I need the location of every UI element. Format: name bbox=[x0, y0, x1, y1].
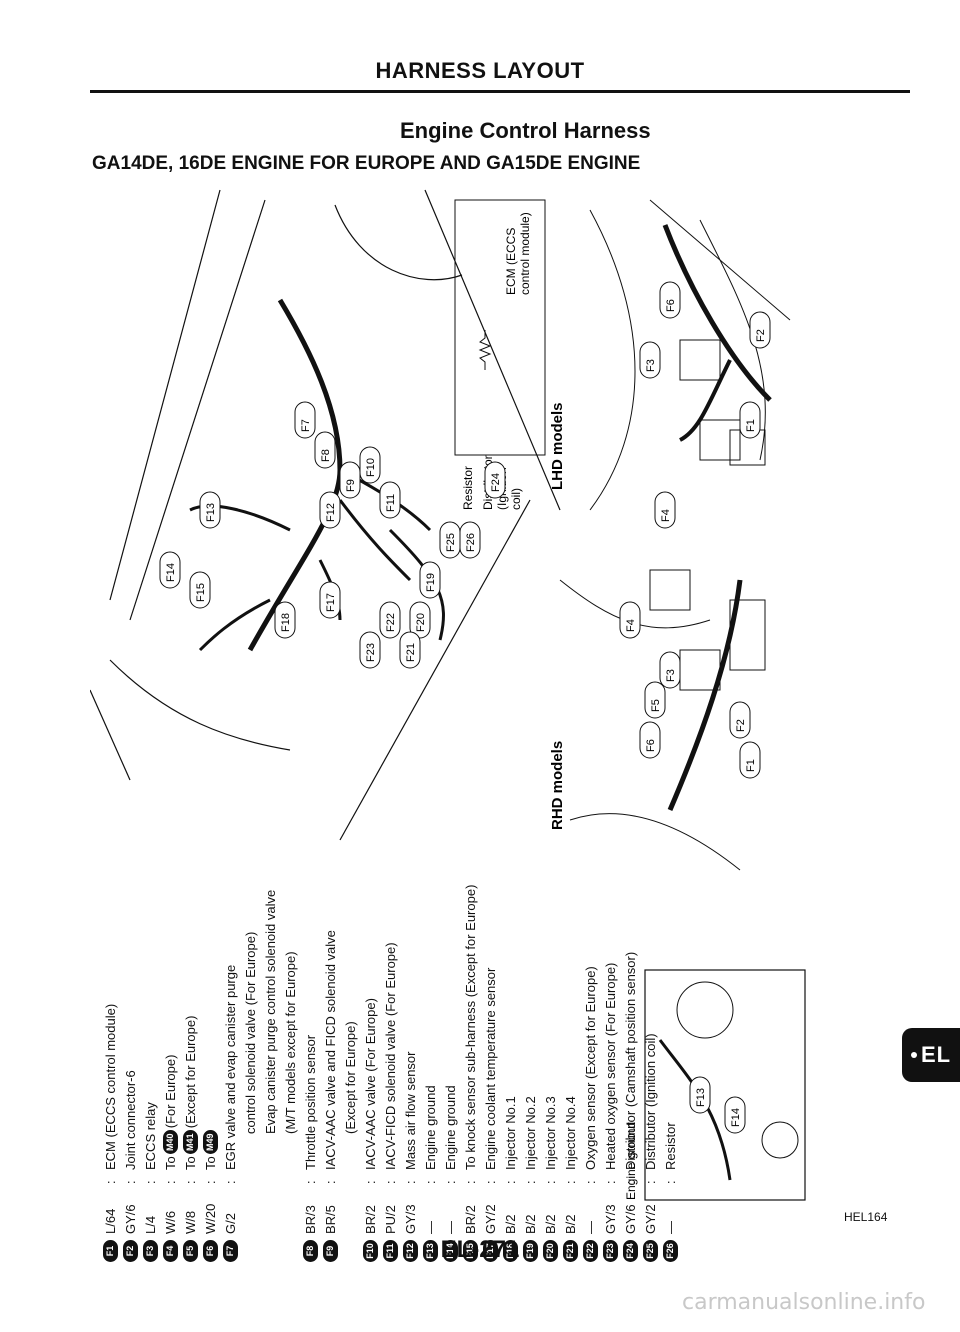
connector-callout-label: F10 bbox=[365, 458, 377, 477]
connector-callout-label: F8 bbox=[320, 449, 332, 462]
harness-branch bbox=[338, 499, 412, 582]
connector-callout-f12: F12 bbox=[319, 491, 341, 529]
ecm-label-2: control module) bbox=[518, 212, 532, 295]
connector-callout-f17: F17 bbox=[319, 581, 341, 619]
connector-callout-label: F14 bbox=[730, 1108, 742, 1127]
connector-callout-label: F26 bbox=[465, 533, 477, 552]
connector-callout-label: F14 bbox=[165, 563, 177, 582]
connector-callout-f7: F7 bbox=[294, 401, 316, 439]
ecm-label-1: ECM (ECCS bbox=[504, 228, 518, 295]
connector-callout-f11: F11 bbox=[379, 481, 401, 519]
section-title: Engine Control Harness bbox=[400, 118, 651, 143]
lhd-harness bbox=[662, 224, 772, 402]
connector-callout-label: F3 bbox=[665, 669, 677, 682]
connector-callout-f19: F19 bbox=[419, 561, 441, 599]
connector-callout-label: F19 bbox=[425, 573, 437, 592]
harness-diagram: Resistor Distributor (Ignition coil) ECM… bbox=[90, 189, 806, 1201]
connector-callout-label: F2 bbox=[735, 719, 747, 732]
connector-callout-f14: F14 bbox=[159, 551, 181, 589]
connector-callout-f6: F6 bbox=[659, 281, 681, 319]
figure-code: HEL164 bbox=[844, 1210, 888, 1224]
connector-callout-label: F6 bbox=[665, 299, 677, 312]
connector-callout-f1: F1 bbox=[739, 401, 761, 439]
outline-line bbox=[339, 499, 531, 841]
outline-line bbox=[109, 659, 291, 751]
connector-callout-f18: F18 bbox=[274, 601, 296, 639]
distributor-label-3: coil) bbox=[509, 488, 523, 510]
connector-callout-f22: F22 bbox=[379, 601, 401, 639]
connector-callout-f2: F2 bbox=[729, 701, 751, 739]
connector-callout-label: F7 bbox=[300, 419, 312, 432]
connector-callout-f24: F24 bbox=[484, 461, 506, 499]
page-header-title: HARNESS LAYOUT bbox=[375, 58, 585, 83]
connector-callout-f23: F23 bbox=[359, 631, 381, 669]
connector-callout-f26: F26 bbox=[459, 521, 481, 559]
lhd-models-label: LHD models bbox=[549, 402, 566, 490]
connector-callout-f15: F15 bbox=[189, 571, 211, 609]
connector-callout-f4: F4 bbox=[654, 491, 676, 529]
rhd-models-label: RHD models bbox=[549, 741, 566, 830]
resistor-box bbox=[454, 199, 546, 456]
connector-callout-f3: F3 bbox=[639, 341, 661, 379]
lhd-harness bbox=[678, 359, 732, 442]
connector-callout-label: F5 bbox=[650, 699, 662, 712]
connector-callout-f8: F8 bbox=[314, 431, 336, 469]
outline-line bbox=[334, 204, 463, 281]
resistor-symbol bbox=[478, 330, 492, 370]
connector-callout-f9: F9 bbox=[339, 461, 361, 499]
connector-callout-f4: F4 bbox=[619, 601, 641, 639]
connector-callout-label: F4 bbox=[625, 619, 637, 632]
connector-callout-label: F18 bbox=[280, 613, 292, 632]
connector-callout-label: F9 bbox=[345, 479, 357, 492]
outline-line bbox=[424, 189, 561, 511]
connector-callout-label: F15 bbox=[195, 583, 207, 602]
connector-callout-f5: F5 bbox=[644, 681, 666, 719]
connector-callout-label: F17 bbox=[325, 593, 337, 612]
connector-callout-label: F13 bbox=[695, 1088, 707, 1107]
connector-callout-label: F21 bbox=[405, 643, 417, 662]
connector-callout-label: F22 bbox=[385, 613, 397, 632]
connector-callout-label: F12 bbox=[325, 503, 337, 522]
section-tab-label: EL bbox=[920, 1042, 952, 1067]
watermark: carmanualsonline.info bbox=[682, 1290, 926, 1315]
resistor-label: Resistor bbox=[461, 466, 475, 510]
header-rule bbox=[90, 90, 910, 93]
connector-callout-label: F11 bbox=[385, 494, 397, 512]
connector-callout-label: F20 bbox=[415, 613, 427, 632]
connector-callout-f1: F1 bbox=[739, 741, 761, 779]
connector-callout-f13: F13 bbox=[689, 1076, 711, 1114]
connector-callout-label: F1 bbox=[745, 419, 757, 432]
connector-callout-f13: F13 bbox=[199, 491, 221, 529]
connector-callout-f25: F25 bbox=[439, 521, 461, 559]
section-tab: EL bbox=[902, 1028, 960, 1082]
connector-callout-f20: F20 bbox=[409, 601, 431, 639]
connector-callout-label: F13 bbox=[205, 503, 217, 522]
outline-line bbox=[109, 189, 221, 601]
connector-callout-f10: F10 bbox=[359, 446, 381, 484]
engine-ground-label: Engine ground bbox=[624, 1122, 638, 1200]
connector-callout-label: F4 bbox=[660, 509, 672, 522]
connector-callout-f6: F6 bbox=[639, 721, 661, 759]
connector-callout-f3: F3 bbox=[659, 651, 681, 689]
engine-subtitle: GA14DE, 16DE ENGINE FOR EUROPE AND GA15D… bbox=[92, 153, 641, 174]
connector-callout-label: F3 bbox=[645, 359, 657, 372]
connector-callout-f2: F2 bbox=[749, 311, 771, 349]
connector-callout-label: F23 bbox=[365, 643, 377, 662]
connector-callout-label: F1 bbox=[745, 759, 757, 772]
connector-callout-label: F24 bbox=[490, 473, 502, 492]
harness-branch bbox=[189, 504, 291, 532]
page-number: EL-271 bbox=[440, 1236, 520, 1263]
inset-frame bbox=[644, 969, 806, 1201]
outline-line bbox=[129, 199, 266, 621]
outline-line bbox=[90, 689, 131, 781]
connector-callout-label: F25 bbox=[445, 533, 457, 552]
rhd-harness bbox=[667, 579, 743, 811]
connector-callout-label: F6 bbox=[645, 739, 657, 752]
connector-callout-f21: F21 bbox=[399, 631, 421, 669]
connector-callout-f14: F14 bbox=[724, 1096, 746, 1134]
harness-branch bbox=[198, 598, 271, 652]
connector-callout-label: F2 bbox=[755, 329, 767, 342]
